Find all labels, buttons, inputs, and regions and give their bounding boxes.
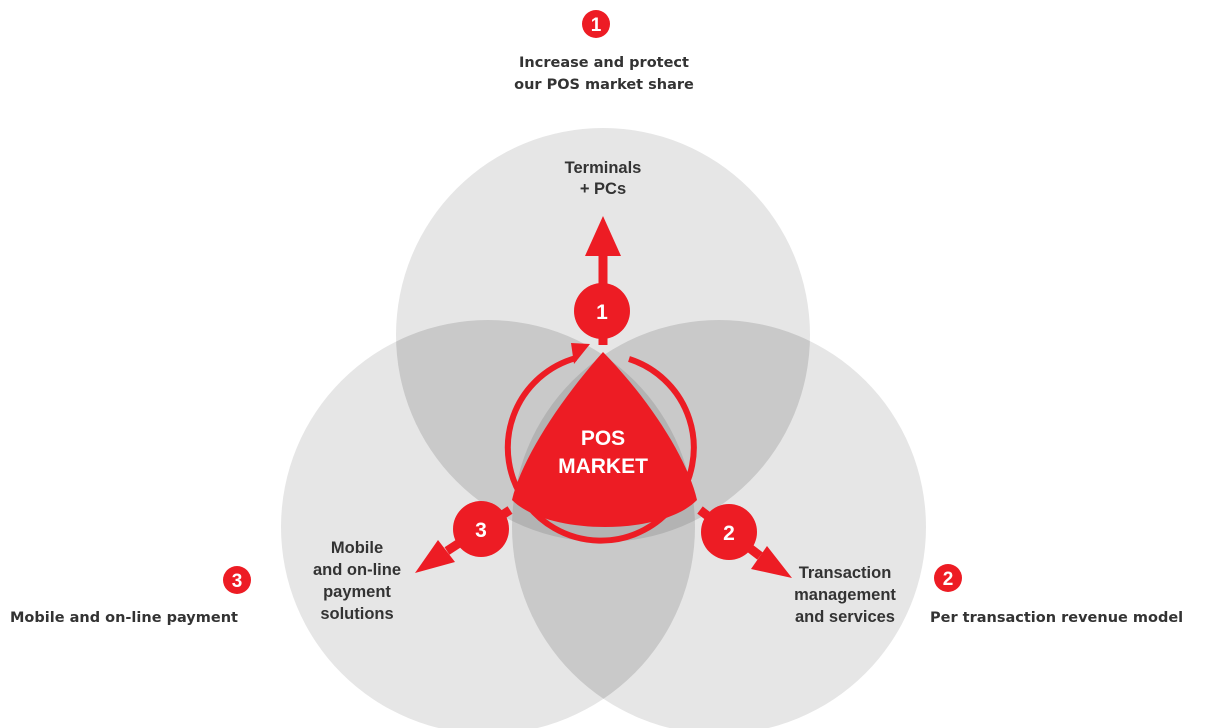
label-transaction: Transaction management and services (794, 564, 896, 626)
goal-2-text: Per transaction revenue model (930, 607, 1183, 629)
badge-3: 3 (453, 501, 509, 557)
cycle-arrowhead (571, 343, 590, 364)
svg-text:+ PCs: + PCs (580, 180, 626, 198)
svg-text:Transaction: Transaction (799, 564, 892, 582)
cycle-ring (504, 343, 697, 544)
center-line2: MARKET (558, 455, 648, 478)
svg-text:3: 3 (475, 519, 487, 542)
center-line1: POS (581, 427, 625, 450)
goal-3-text: Mobile and on-line payment (10, 607, 238, 629)
goal-2-line1: Per transaction revenue model (930, 610, 1184, 626)
svg-text:2: 2 (943, 569, 954, 590)
goal-3-line1: Mobile and on-line payment (10, 610, 238, 626)
svg-text:1: 1 (596, 301, 608, 324)
label-mobile: Mobile and on-line payment solutions (313, 539, 401, 623)
svg-text:2: 2 (723, 522, 735, 545)
svg-text:payment: payment (323, 583, 391, 601)
svg-text:Mobile: Mobile (331, 539, 383, 557)
goal-1-text: Increase and protect our POS market shar… (454, 52, 754, 97)
svg-text:management: management (794, 586, 896, 604)
goal-badge-2: 2 (934, 564, 962, 592)
svg-text:and on-line: and on-line (313, 561, 401, 579)
badge-1: 1 (574, 283, 630, 339)
label-terminals: Terminals + PCs (565, 159, 642, 198)
svg-text:and services: and services (795, 608, 895, 626)
center-pos-market (512, 352, 697, 527)
goal-1-line2: our POS market share (514, 77, 694, 94)
goal-badge-3: 3 (223, 566, 251, 594)
svg-text:solutions: solutions (320, 605, 393, 623)
svg-text:1: 1 (591, 15, 602, 36)
badge-2: 2 (701, 504, 757, 560)
goal-badge-1: 1 (582, 10, 610, 38)
svg-text:Terminals: Terminals (565, 159, 642, 177)
goal-1-line1: Increase and protect (519, 55, 689, 71)
svg-text:3: 3 (232, 571, 243, 592)
